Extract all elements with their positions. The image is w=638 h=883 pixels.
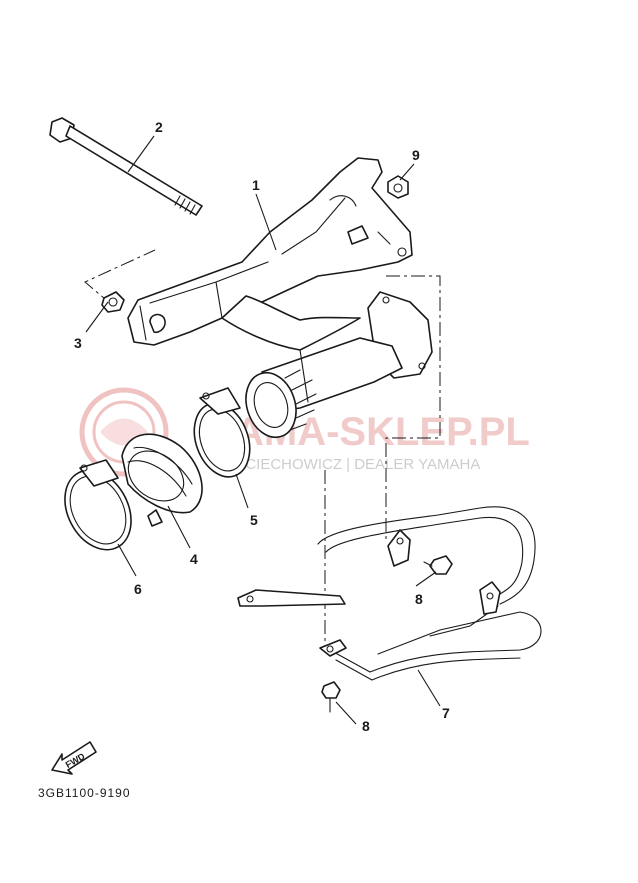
callout-6: 6: [134, 581, 142, 597]
callout-2: 2: [155, 119, 163, 135]
guard-part-7[interactable]: [237, 506, 542, 681]
leader-lines: [85, 135, 441, 725]
callouts: 2 1 3 9 5 4 6 8 7 8: [74, 119, 450, 734]
nut-part-3[interactable]: [101, 291, 125, 313]
clamp-part-5[interactable]: [185, 387, 260, 485]
swingarm-drive-tube[interactable]: [238, 291, 433, 444]
clamp-part-6[interactable]: [52, 459, 144, 561]
callout-1: 1: [252, 177, 260, 193]
bolt-part-8-lower[interactable]: [321, 681, 341, 713]
callout-7: 7: [442, 705, 450, 721]
callout-9: 9: [412, 147, 420, 163]
fwd-arrow-icon: FWD: [51, 741, 97, 775]
boot-part-4[interactable]: [119, 433, 203, 527]
callout-8-upper: 8: [415, 591, 423, 607]
callout-3: 3: [74, 335, 82, 351]
bolt-part-8-upper[interactable]: [423, 555, 453, 575]
swingarm-part-1[interactable]: [127, 157, 413, 351]
bolt-part-2[interactable]: [49, 117, 203, 216]
callout-5: 5: [250, 512, 258, 528]
assembly-lines: [84, 249, 441, 650]
nut-part-9[interactable]: [387, 175, 409, 199]
diagram-code: 3GB1100-9190: [38, 786, 131, 800]
watermark-subtext: WOJCIECHOWICZ | DEALER YAMAHA: [212, 456, 480, 473]
callout-8-lower: 8: [362, 718, 370, 734]
callout-4: 4: [190, 551, 198, 567]
